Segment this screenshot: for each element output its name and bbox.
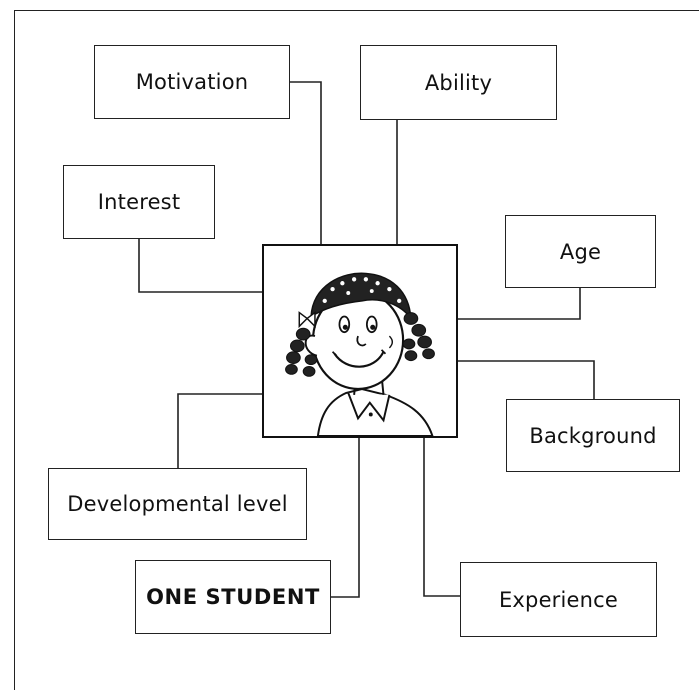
connector-background — [458, 360, 595, 399]
connector-motivation — [290, 81, 322, 244]
node-interest-label: Interest — [97, 190, 181, 214]
node-background-label: Background — [529, 423, 657, 448]
node-one-student-label: ONE STUDENT — [146, 585, 320, 609]
node-interest: Interest — [63, 165, 215, 239]
connector-lines — [138, 81, 595, 598]
connector-experience — [423, 438, 460, 597]
node-age: Age — [505, 215, 656, 288]
connector-interest — [138, 239, 262, 293]
node-one-student: ONE STUDENT — [135, 560, 331, 634]
student-portrait — [262, 244, 458, 438]
node-motivation: Motivation — [94, 45, 290, 119]
node-experience-label: Experience — [498, 587, 619, 612]
node-ability: Ability — [360, 45, 557, 120]
node-ability-label: Ability — [424, 70, 493, 95]
connector-developmental-level — [177, 393, 262, 468]
node-developmental-level-label: Developmental level — [67, 492, 288, 516]
node-motivation-label: Motivation — [135, 70, 249, 94]
connector-one-student — [331, 438, 360, 598]
diagram-frame — [14, 10, 699, 690]
node-developmental-level: Developmental level — [48, 468, 307, 540]
node-age-label: Age — [559, 239, 602, 264]
node-background: Background — [506, 399, 680, 472]
connector-age — [458, 288, 581, 320]
node-experience: Experience — [460, 562, 657, 637]
student-portrait-icon — [285, 272, 435, 436]
